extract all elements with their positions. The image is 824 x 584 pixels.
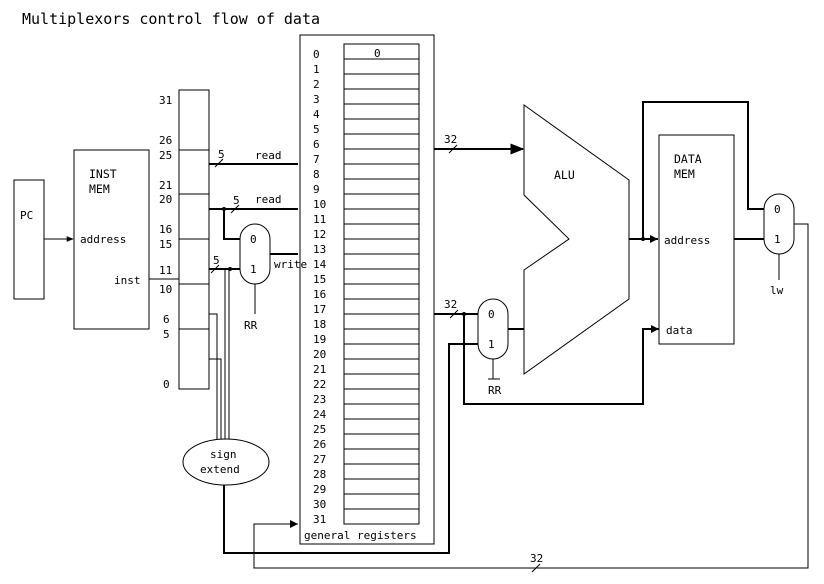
data-mem-data-label: data bbox=[666, 324, 693, 337]
register-index-30: 30 bbox=[313, 498, 326, 511]
bit-0-label: 0 bbox=[163, 378, 170, 391]
data-mem-title-1: DATA bbox=[674, 152, 702, 166]
regdst-mux-in1: 1 bbox=[250, 263, 257, 276]
regdst-mux: 0 1 bbox=[239, 223, 271, 285]
register-dividers bbox=[344, 58, 419, 510]
memtoreg-mux-in0: 0 bbox=[774, 203, 781, 216]
register-file: 0123456789101112131415161718192021222324… bbox=[299, 34, 435, 545]
bit-15-label: 15 bbox=[159, 238, 172, 251]
width-5-a: 5 bbox=[218, 148, 225, 161]
register-index-21: 21 bbox=[313, 363, 326, 376]
register-index-1: 1 bbox=[313, 63, 320, 76]
data-mem-block: DATA MEM address data bbox=[658, 134, 735, 345]
inst-mem-block: INST MEM address inst bbox=[73, 149, 150, 330]
register-index-3: 3 bbox=[313, 93, 320, 106]
pc-block: PC bbox=[13, 179, 45, 300]
bit-11-label: 11 bbox=[159, 264, 172, 277]
bit-5-label: 5 bbox=[163, 328, 170, 341]
width-5-c: 5 bbox=[213, 254, 220, 267]
register-index-31: 31 bbox=[313, 513, 326, 526]
bit-10-label: 10 bbox=[159, 283, 172, 296]
reg0-value: 0 bbox=[374, 47, 381, 60]
regdst-mux-in0: 0 bbox=[250, 233, 257, 246]
sign-extend-line2: extend bbox=[200, 463, 240, 476]
read2-label: read bbox=[255, 193, 282, 206]
alu-bypass-wire bbox=[642, 101, 764, 239]
register-indices: 0123456789101112131415161718192021222324… bbox=[313, 48, 327, 526]
bit-6-label: 6 bbox=[163, 313, 170, 326]
imm-wire-b bbox=[209, 358, 222, 439]
width-32-c: 32 bbox=[530, 552, 543, 565]
register-index-24: 24 bbox=[313, 408, 327, 421]
width-32-a: 32 bbox=[444, 133, 457, 146]
memtoreg-mux: 0 1 bbox=[763, 193, 795, 255]
alu: ALU bbox=[523, 104, 630, 375]
bit-21-label: 21 bbox=[159, 179, 172, 192]
sign-extend: sign extend bbox=[182, 438, 270, 486]
register-file-label: general registers bbox=[304, 529, 417, 542]
register-index-23: 23 bbox=[313, 393, 326, 406]
register-index-28: 28 bbox=[313, 468, 326, 481]
diagram-title: Multiplexors control flow of data bbox=[22, 10, 320, 28]
read1-label: read bbox=[255, 149, 282, 162]
alu-label: ALU bbox=[554, 168, 575, 182]
register-index-16: 16 bbox=[313, 288, 326, 301]
memtoreg-mux-control: lw bbox=[770, 284, 784, 297]
register-index-20: 20 bbox=[313, 348, 326, 361]
rt-to-regdst-mux-wire bbox=[223, 209, 240, 240]
register-index-27: 27 bbox=[313, 453, 326, 466]
inst-mem-title-2: MEM bbox=[89, 182, 110, 196]
register-index-0: 0 bbox=[313, 48, 320, 61]
register-index-6: 6 bbox=[313, 138, 320, 151]
sign-extend-to-alusrc-wire bbox=[223, 343, 478, 554]
regdst-mux-control: RR bbox=[244, 319, 258, 332]
width-5-b: 5 bbox=[233, 194, 240, 207]
register-index-13: 13 bbox=[313, 243, 326, 256]
instruction-fields: 31 26 25 21 20 16 15 11 10 6 5 0 bbox=[159, 89, 210, 391]
register-index-10: 10 bbox=[313, 198, 326, 211]
bit-20-label: 20 bbox=[159, 193, 172, 206]
register-index-18: 18 bbox=[313, 318, 326, 331]
register-index-14: 14 bbox=[313, 258, 327, 271]
register-index-7: 7 bbox=[313, 153, 320, 166]
register-index-22: 22 bbox=[313, 378, 326, 391]
write-label: write bbox=[274, 258, 307, 271]
register-index-29: 29 bbox=[313, 483, 326, 496]
data-mem-address-label: address bbox=[664, 234, 710, 247]
inst-mem-address-label: address bbox=[80, 233, 126, 246]
alusrc-mux-in0: 0 bbox=[488, 308, 495, 321]
bit-31-label: 31 bbox=[159, 94, 172, 107]
register-index-12: 12 bbox=[313, 228, 326, 241]
memtoreg-mux-in1: 1 bbox=[774, 233, 781, 246]
alusrc-mux-control: RR bbox=[488, 384, 502, 397]
register-index-5: 5 bbox=[313, 123, 320, 136]
width-32-b: 32 bbox=[444, 298, 457, 311]
write-back-wire bbox=[253, 223, 809, 569]
bit-26-label: 26 bbox=[159, 134, 172, 147]
data-mem-title-2: MEM bbox=[674, 167, 695, 181]
alusrc-mux-in1: 1 bbox=[488, 338, 495, 351]
register-index-2: 2 bbox=[313, 78, 320, 91]
pc-label: PC bbox=[20, 209, 33, 222]
register-index-15: 15 bbox=[313, 273, 326, 286]
register-index-4: 4 bbox=[313, 108, 320, 121]
alusrc-mux: 0 1 bbox=[477, 298, 509, 360]
inst-mem-inst-label: inst bbox=[114, 274, 141, 287]
register-index-25: 25 bbox=[313, 423, 326, 436]
sign-extend-line1: sign bbox=[210, 448, 237, 461]
store-data-wire bbox=[463, 314, 659, 405]
register-index-26: 26 bbox=[313, 438, 326, 451]
inst-mem-title-1: INST bbox=[89, 167, 117, 181]
register-index-9: 9 bbox=[313, 183, 320, 196]
bit-16-label: 16 bbox=[159, 223, 172, 236]
register-index-11: 11 bbox=[313, 213, 326, 226]
imm-wire-a bbox=[209, 313, 218, 439]
register-index-17: 17 bbox=[313, 303, 326, 316]
register-index-19: 19 bbox=[313, 333, 326, 346]
register-index-8: 8 bbox=[313, 168, 320, 181]
bit-25-label: 25 bbox=[159, 149, 172, 162]
